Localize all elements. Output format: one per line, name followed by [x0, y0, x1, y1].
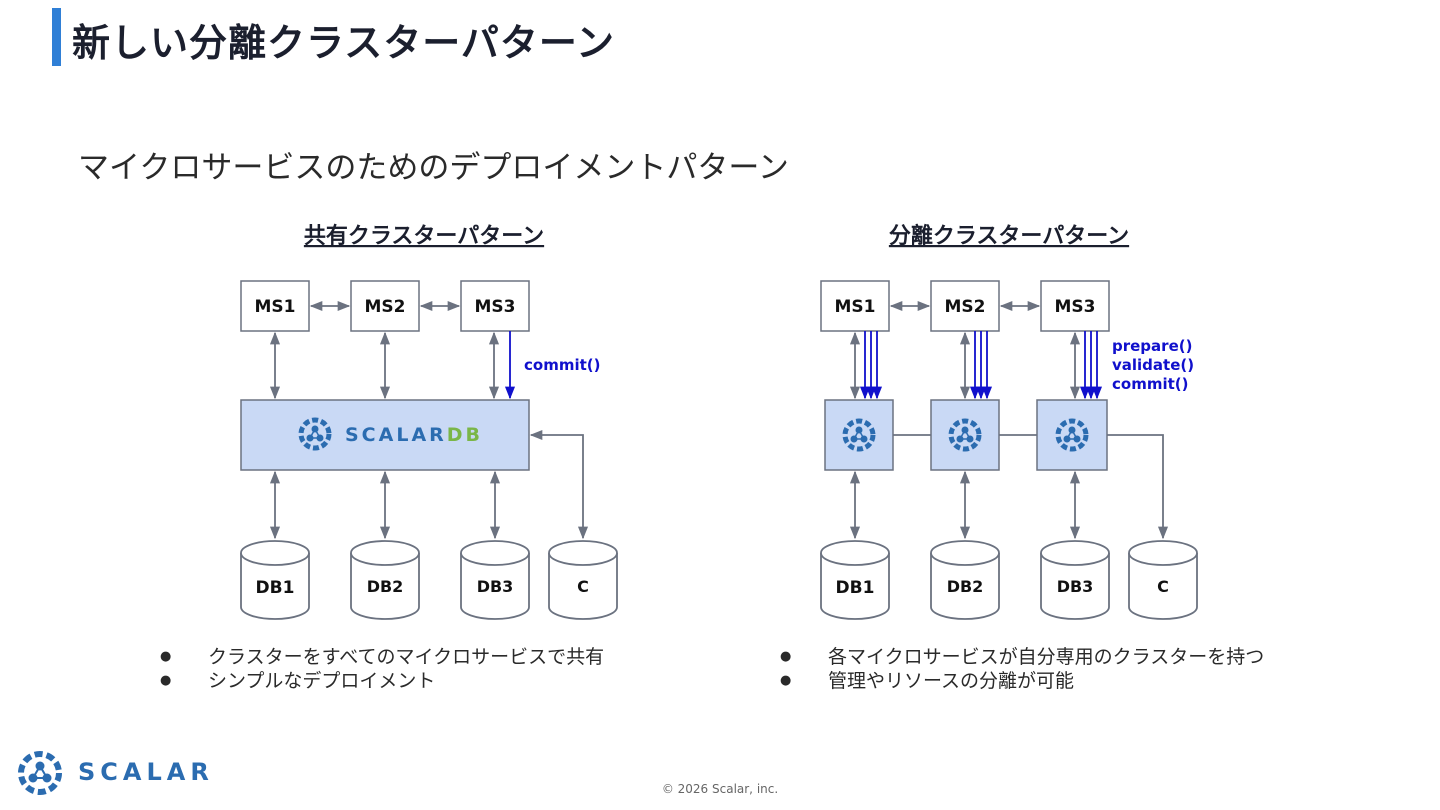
scalar-logo-icon — [18, 751, 62, 795]
copyright: © 2026 Scalar, inc. — [661, 782, 779, 796]
separated-db3-label: DB3 — [1057, 577, 1094, 596]
scalardb-brand-suffix: DB — [447, 424, 483, 446]
separated-db3: DB3 — [1040, 540, 1110, 620]
separated-heading: 分離クラスターパターン — [889, 223, 1129, 249]
separated-cluster-3 — [1036, 399, 1108, 471]
page-subtitle: マイクロサービスのためのデプロイメントパターン — [78, 150, 789, 186]
separated-service-ms1-label: MS1 — [835, 297, 876, 317]
separated-db1: DB1 — [820, 540, 890, 620]
separated-db-c-label: C — [1157, 577, 1169, 596]
separated-service-ms2: MS2 — [930, 280, 1000, 332]
separated-service-ms1: MS1 — [820, 280, 890, 332]
shared-heading: 共有クラスターパターン — [304, 223, 544, 249]
separated-bullet-1: 各マイクロサービスが自分専用のクラスターを持つ — [780, 645, 1264, 669]
separated-cluster-1 — [824, 399, 894, 471]
separated-cluster-2 — [930, 399, 1000, 471]
shared-service-ms1-label: MS1 — [255, 297, 296, 317]
shared-bullets: クラスターをすべてのマイクロサービスで共有 シンプルなデプロイメント — [160, 645, 604, 693]
shared-db2-label: DB2 — [367, 577, 404, 596]
separated-service-ms2-label: MS2 — [945, 297, 986, 317]
shared-db-c: C — [548, 540, 618, 620]
separated-bullets: 各マイクロサービスが自分専用のクラスターを持つ 管理やリソースの分離が可能 — [780, 645, 1264, 693]
shared-db-c-label: C — [577, 577, 589, 596]
separated-db1-label: DB1 — [836, 578, 875, 598]
shared-db3-label: DB3 — [477, 577, 514, 596]
separated-arrow-cluster3-c — [1107, 434, 1169, 540]
shared-commit-label: commit() — [524, 356, 600, 374]
shared-bullet-1: クラスターをすべてのマイクロサービスで共有 — [160, 645, 604, 669]
shared-service-ms3-label: MS3 — [475, 297, 516, 317]
shared-db3: DB3 — [460, 540, 530, 620]
shared-service-ms3: MS3 — [460, 280, 530, 332]
footer-logo-text: SCALAR — [78, 758, 214, 786]
shared-arrow-cluster-c — [529, 429, 589, 540]
title-accent-bar — [52, 8, 61, 66]
separated-db2: DB2 — [930, 540, 1000, 620]
separated-call-prepare: prepare() — [1112, 337, 1192, 355]
separated-bullet-2: 管理やリソースの分離が可能 — [780, 669, 1264, 693]
separated-db2-label: DB2 — [947, 577, 984, 596]
shared-db2: DB2 — [350, 540, 420, 620]
shared-service-ms2: MS2 — [350, 280, 420, 332]
separated-service-ms3-label: MS3 — [1055, 297, 1096, 317]
shared-service-ms2-label: MS2 — [365, 297, 406, 317]
shared-db1-label: DB1 — [256, 578, 295, 598]
separated-call-validate: validate() — [1112, 356, 1194, 374]
separated-service-ms3: MS3 — [1040, 280, 1110, 332]
shared-service-ms1: MS1 — [240, 280, 310, 332]
shared-scalardb-cluster: SCALARDB — [240, 399, 530, 471]
shared-db1: DB1 — [240, 540, 310, 620]
separated-call-commit: commit() — [1112, 375, 1188, 393]
page-title: 新しい分離クラスターパターン — [72, 21, 615, 65]
scalardb-brand: SCALAR — [345, 424, 447, 446]
separated-db-c: C — [1128, 540, 1198, 620]
svg-text:SCALARDB: SCALARDB — [345, 424, 483, 446]
shared-bullet-2: シンプルなデプロイメント — [160, 669, 604, 693]
